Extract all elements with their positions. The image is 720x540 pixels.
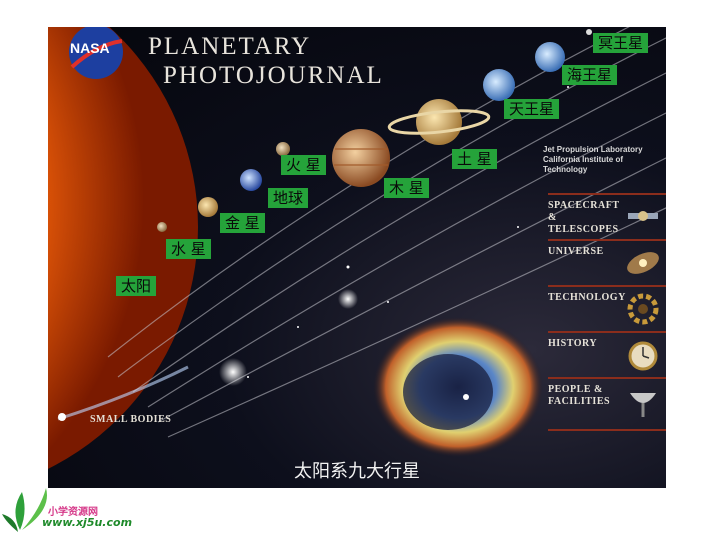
- label-pluto: 冥王星: [593, 33, 649, 53]
- label-jupiter: 木 星: [384, 178, 429, 198]
- title-line1: PLANETARY: [148, 33, 312, 60]
- label-mercury: 水 星: [166, 239, 211, 259]
- menu-label: SPACECRAFT & TELESCOPES: [548, 200, 620, 235]
- menu-universe[interactable]: UNIVERSE: [548, 239, 666, 285]
- uranus: [483, 69, 515, 101]
- leaf-logo-icon: [2, 488, 47, 532]
- label-sun: 太阳: [116, 276, 157, 296]
- comet-tail: [57, 365, 189, 421]
- galaxy-icon: [627, 252, 659, 274]
- earth: [240, 169, 262, 191]
- label-uranus: 天王星: [504, 99, 560, 119]
- jupiter: [332, 129, 390, 187]
- jpl-credit: Jet Propulsion Laboratory California Ins…: [543, 145, 666, 175]
- nasa-logo: [69, 27, 123, 79]
- satellite-icon: [628, 211, 658, 221]
- mercury: [157, 222, 167, 232]
- saturn: [416, 99, 462, 145]
- menu-label: HISTORY: [548, 338, 598, 349]
- jupiter-bands: [334, 148, 388, 166]
- pluto: [586, 29, 592, 35]
- title-line2: PHOTOJOURNAL: [163, 62, 384, 89]
- logo-url[interactable]: www.xj5u.com: [42, 516, 133, 529]
- menu-label: UNIVERSE: [548, 246, 604, 257]
- jpl-line1: Jet Propulsion Laboratory: [543, 145, 643, 154]
- menu-label: PEOPLE & FACILITIES: [548, 384, 611, 407]
- neptune: [535, 42, 565, 72]
- label-saturn: 土 星: [452, 149, 497, 169]
- menu-technology[interactable]: TECHNOLOGY: [548, 285, 666, 331]
- nasa-wordmark: NASA: [70, 40, 110, 56]
- mars: [276, 142, 290, 156]
- comet: [58, 413, 66, 421]
- small-bodies-link[interactable]: SMALL BODIES: [90, 414, 172, 425]
- sun: [48, 27, 198, 469]
- caption: 太阳系九大行星: [294, 461, 420, 482]
- menu-label: TECHNOLOGY: [548, 292, 626, 303]
- menu-people-facilities[interactable]: PEOPLE & FACILITIES: [548, 377, 666, 431]
- venus: [198, 197, 218, 217]
- gear-icon: [627, 293, 659, 325]
- pocket-watch-icon: [628, 341, 658, 371]
- label-venus: 金 星: [220, 213, 265, 233]
- label-earth: 地球: [268, 188, 309, 208]
- saturn-rings: [387, 109, 491, 135]
- label-neptune: 海王星: [562, 65, 618, 85]
- planetary-photojournal-banner: NASA PLANETARY PHOTOJOURNAL 太阳 水 星 金 星 地…: [48, 27, 666, 488]
- label-mars: 火 星: [281, 155, 326, 175]
- logo-name: 小学资源网: [48, 507, 98, 518]
- radio-dish-icon: [630, 393, 656, 417]
- solar-system-illustration: [48, 27, 666, 469]
- jpl-line2: California Institute of Technology: [543, 155, 623, 174]
- menu-spacecraft-telescopes[interactable]: SPACECRAFT & TELESCOPES: [548, 193, 666, 239]
- menu-history[interactable]: HISTORY: [548, 331, 666, 377]
